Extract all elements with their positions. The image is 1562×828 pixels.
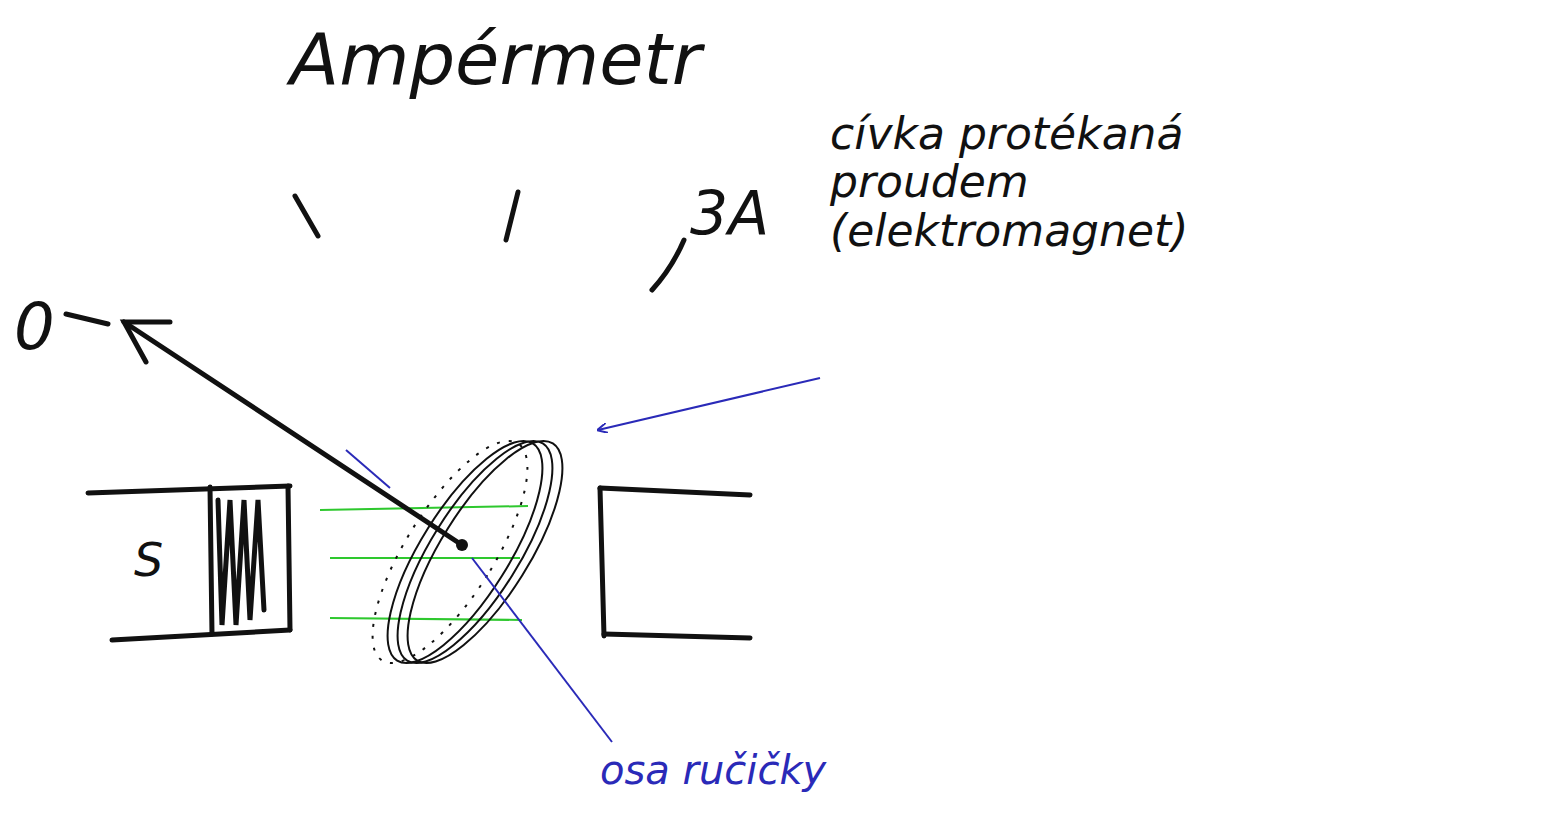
scale-zero: 0 [14, 292, 55, 362]
scale-max: 3A [690, 180, 769, 246]
axis-label: osa ručičky [600, 748, 826, 792]
title-text: Ampérmetr [290, 20, 701, 99]
coil-label: cívka protékaná proudem (elektromagnet) [830, 110, 1270, 255]
pole-letter: S [134, 535, 163, 586]
